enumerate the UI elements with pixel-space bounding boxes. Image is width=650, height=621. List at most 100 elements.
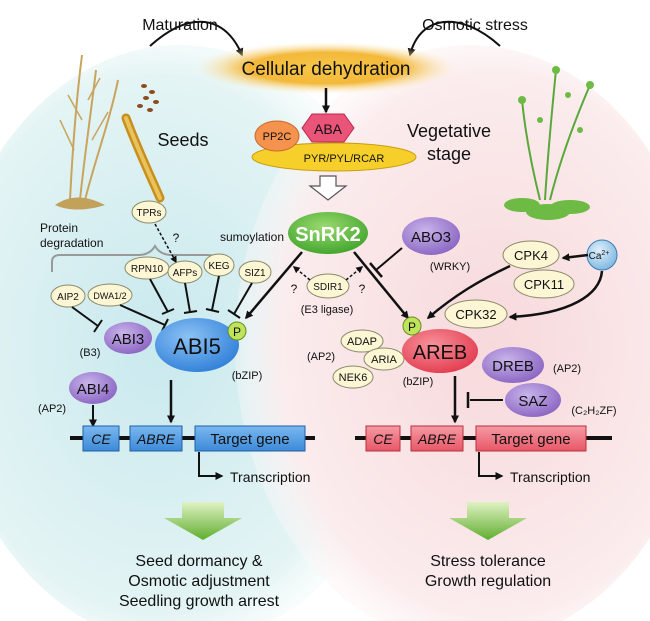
snrk2-label: SnRK2 [295, 224, 361, 246]
e3-ligase-label: (E3 ligase) [301, 304, 354, 316]
dwa-node [87, 283, 133, 307]
aip2-label: AIP2 [57, 292, 79, 303]
osmotic-arrow [407, 20, 501, 57]
abo3-inhibition-bar [369, 262, 383, 278]
snrk2-to-areb-arrow [353, 251, 409, 320]
left-ce-label: CE [91, 431, 111, 447]
right-transcription-arrow [478, 452, 504, 480]
dwa-label: DWA1/2 [93, 291, 126, 301]
maturation-arrow [149, 20, 244, 57]
vegetative-label-line2: stage [427, 144, 471, 164]
right-outcome-line1: Stress tolerance [430, 553, 546, 570]
pp2c-label: PP2C [263, 131, 292, 143]
cpk-to-areb-arrow [426, 264, 511, 319]
left-outcome-line2: Osmotic adjustment [128, 573, 270, 590]
keg-label: KEG [208, 261, 229, 272]
saz-c2h2zf-label: (C₂H₂ZF) [571, 405, 616, 417]
sdir1-node [306, 273, 350, 299]
abi5-node [155, 318, 239, 372]
cpk11-label: CPK11 [524, 277, 564, 292]
left-abre-box [129, 425, 183, 452]
cellular-dehydration-halo [196, 42, 456, 94]
abo3-node [402, 217, 460, 255]
nek6-label: NEK6 [339, 372, 368, 384]
protein-degradation-line1: Protein [40, 221, 78, 235]
abi5-bzip-label: (bZIP) [232, 370, 263, 382]
abo3-inhibition [375, 247, 403, 271]
tprs-to-afps-dashed [154, 223, 177, 264]
snrk2-to-abi5-arrow [245, 251, 303, 320]
hollow-arrow [308, 175, 348, 201]
calcium-to-cpk4-arrow [561, 253, 589, 262]
cellular-dehydration-label: Cellular dehydration [242, 59, 411, 80]
right-transcription-label: Transcription [510, 469, 590, 485]
mature-plant-illustration [55, 54, 119, 210]
seeds-label: Seeds [157, 130, 208, 150]
abi4-node [69, 372, 117, 404]
dreb-node [482, 347, 544, 383]
calcium-symbol: Ca [589, 251, 602, 262]
pp2c-node [254, 120, 300, 152]
seeds-illustration [137, 84, 159, 112]
snrk2-node [288, 212, 368, 254]
abi5-phospho [227, 321, 247, 341]
protein-degradation-line2: degradation [40, 236, 103, 250]
sdir1-left-dashed [292, 266, 311, 281]
b3-label: (B3) [80, 347, 101, 359]
wrky-label: (WRKY) [430, 261, 470, 273]
left-target-gene-box [194, 425, 306, 452]
areb-bzip-label: (bZIP) [403, 376, 434, 388]
adap-node [340, 329, 384, 353]
areb-phospho [402, 316, 422, 336]
cpk4-node [502, 240, 560, 270]
left-transcription-arrow [198, 452, 224, 480]
abi3-label: ABI3 [112, 331, 145, 348]
sumoylation-label: sumoylation [220, 230, 284, 244]
right-target-gene-label: Target gene [491, 431, 570, 448]
right-abre-box [410, 425, 464, 452]
left-outcome-line3: Seedling growth arrest [119, 593, 280, 610]
afps-label: AFPs [173, 268, 197, 279]
right-ap2-left-label: (AP2) [307, 351, 335, 363]
saz-node [505, 383, 561, 417]
dreb-label: DREB [492, 358, 534, 375]
receptor-label: PYR/PYL/RCAR [304, 153, 385, 165]
left-abre-label: ABRE [136, 431, 176, 447]
adap-label: ADAP [347, 336, 377, 348]
abo3-label: ABO3 [411, 229, 451, 246]
right-outcome-arrow [449, 502, 527, 540]
sdir1-label: SDIR1 [313, 282, 343, 293]
abi4-ap2-label: (AP2) [38, 403, 66, 415]
right-outcome-line2: Growth regulation [425, 573, 551, 590]
siz1-label: SIZ1 [244, 268, 266, 279]
aip2-node [50, 284, 86, 308]
areb-phospho-label: P [408, 320, 416, 334]
receptor-complex [251, 142, 417, 172]
tprs-node [131, 200, 167, 224]
saz-label: SAZ [518, 393, 547, 410]
aba-label: ABA [314, 121, 343, 137]
nek6-node [332, 365, 374, 389]
right-target-gene-box [475, 425, 587, 452]
cpk32-label: CPK32 [455, 307, 496, 322]
calcium-charge: 2+ [601, 250, 609, 257]
abi5-label: ABI5 [173, 334, 221, 359]
aba-node [301, 113, 355, 143]
right-ce-box [365, 425, 401, 452]
abi4-label: ABI4 [77, 381, 110, 398]
osmotic-stress-label: Osmotic stress [422, 17, 528, 34]
abi3-node [104, 322, 152, 354]
abi5-inhibitors [71, 275, 253, 333]
right-abre-label: ABRE [417, 431, 457, 447]
tprs-question: ? [173, 231, 180, 245]
vegetative-plant-illustration [504, 66, 594, 220]
left-outcome-line1: Seed dormancy & [135, 553, 263, 570]
calcium-to-cpk32-arrow [508, 270, 604, 321]
left-ce-box [82, 425, 120, 452]
tprs-label: TPRs [137, 208, 162, 219]
siz1-node [238, 260, 272, 284]
rpn10-label: RPN10 [131, 264, 164, 275]
abi5-phospho-label: P [233, 325, 241, 339]
cpk32-node [444, 299, 508, 329]
